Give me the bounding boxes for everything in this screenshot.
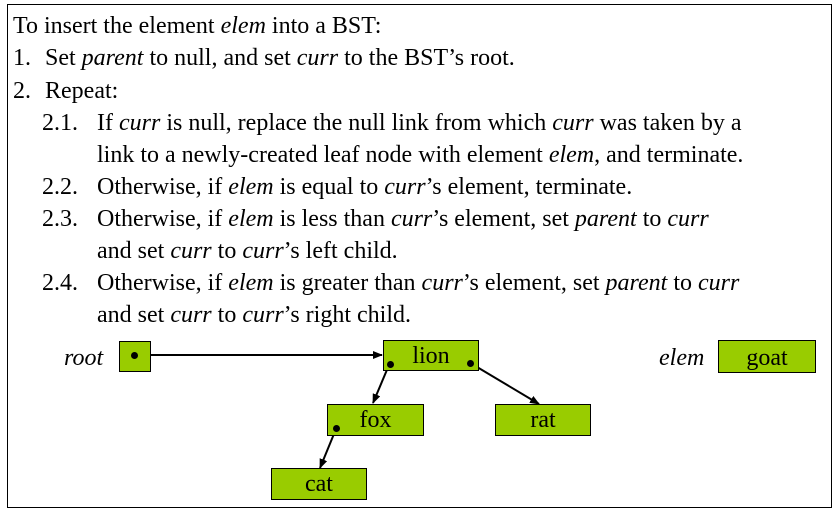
node-label-rat: rat	[530, 407, 556, 433]
step-2: 2.Repeat:	[13, 78, 119, 104]
elem-value-box: goat	[718, 340, 816, 373]
step-2-2: 2.2.Otherwise, if elem is equal to curr’…	[42, 174, 633, 200]
root-pointer-dot	[131, 352, 138, 359]
step-2-1: 2.1.If curr is null, replace the null li…	[42, 110, 742, 136]
step-1: 1.Set parent to null, and set curr to th…	[13, 45, 515, 71]
step-2-4-continued: and set curr to curr’s right child.	[97, 302, 411, 328]
lion-to-fox-link	[372, 364, 390, 404]
fox-left-dot	[333, 425, 340, 432]
tree-node-fox: fox	[327, 404, 424, 436]
root-label: root	[64, 345, 104, 371]
elem-label: elem	[659, 345, 705, 371]
node-label-lion: lion	[412, 343, 450, 369]
algorithm-frame	[7, 4, 832, 508]
node-label-fox: fox	[359, 407, 392, 433]
algorithm-heading: To insert the element elem into a BST:	[13, 13, 382, 39]
lion-to-rat-link	[471, 363, 540, 405]
tree-node-lion: lion	[383, 340, 479, 371]
tree-node-rat: rat	[495, 404, 591, 436]
step-2-3: 2.3.Otherwise, if elem is less than curr…	[42, 206, 709, 232]
root-pointer-box	[119, 341, 151, 372]
step-2-4: 2.4.Otherwise, if elem is greater than c…	[42, 270, 740, 296]
step-2-3-continued: and set curr to curr’s left child.	[97, 238, 398, 264]
tree-node-cat: cat	[271, 468, 367, 500]
lion-left-dot	[387, 361, 394, 368]
lion-right-dot	[467, 360, 474, 367]
node-label-cat: cat	[305, 471, 333, 497]
step-2-1-continued: link to a newly-created leaf node with e…	[97, 142, 744, 168]
elem-value: goat	[746, 345, 788, 371]
